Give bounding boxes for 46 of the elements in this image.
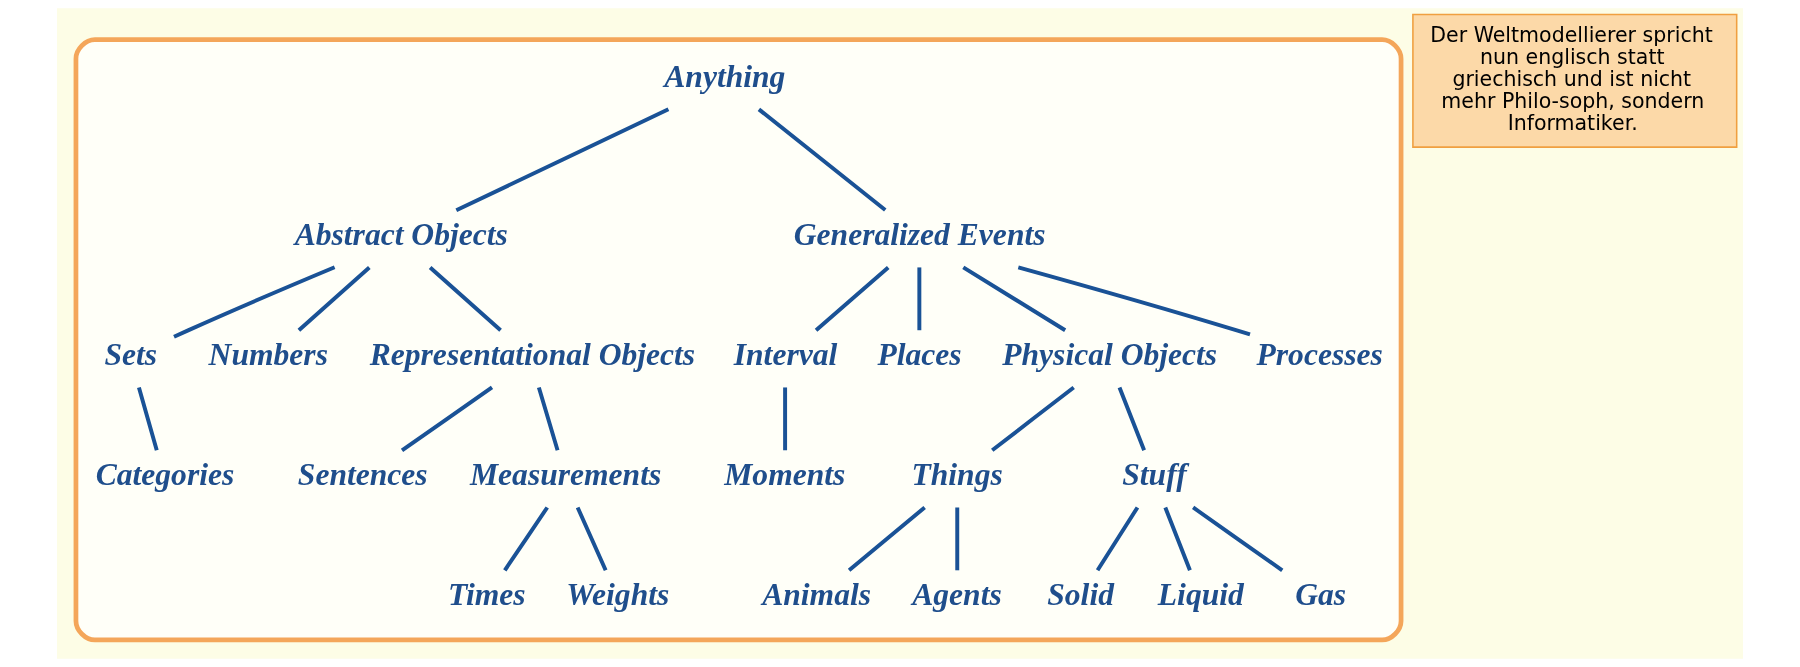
connector [536,386,560,451]
connector [1163,506,1192,572]
cluster [73,37,1404,643]
node-text: Solid [1047,577,1114,613]
connector [814,265,890,332]
connector [783,387,788,451]
node-text: Generalized Events [793,217,1046,253]
connector [757,107,887,212]
node-text: Animals [762,577,872,613]
connector [297,265,371,332]
node-text: Moments [724,457,846,493]
node-text: Categories [95,457,235,493]
connector [847,505,926,572]
connector [955,507,960,571]
connector [1192,505,1284,572]
node-text: Measurements [470,457,662,493]
node-text: Processes [1256,337,1383,373]
connector [575,506,608,572]
node-text: Things [911,457,1003,493]
connector [455,107,670,213]
connector [962,265,1067,332]
connector [400,385,494,452]
connector [1117,386,1146,451]
connector [1017,265,1251,337]
connector [428,265,502,332]
connector [137,386,159,451]
node-text: Times [447,577,526,613]
connector [503,506,549,572]
node-text: Liquid [1157,577,1244,613]
connector [1095,506,1140,572]
connector [173,265,336,339]
node-text: Representational Objects [369,337,696,373]
node-text: Places [877,337,962,373]
node-text: Agents [912,577,1002,613]
node-text: Numbers [208,337,328,373]
node-text: Gas [1295,577,1347,613]
node-text: Weights [566,577,670,613]
node-text: Interval [733,337,838,373]
node-text: Abstract Objects [294,217,508,253]
node-box: Der Weltmodellierer spricht nun englisch statt griechisch und ist nicht mehr Philo-soph, sondern Informatiker. [1412,13,1738,148]
connector [991,385,1075,452]
node-text: Physical Objects [1002,337,1218,373]
connector [917,267,922,331]
node-text: Sentences [297,457,428,493]
node-text: Sets [104,337,158,373]
node-text: Anything [664,59,786,95]
